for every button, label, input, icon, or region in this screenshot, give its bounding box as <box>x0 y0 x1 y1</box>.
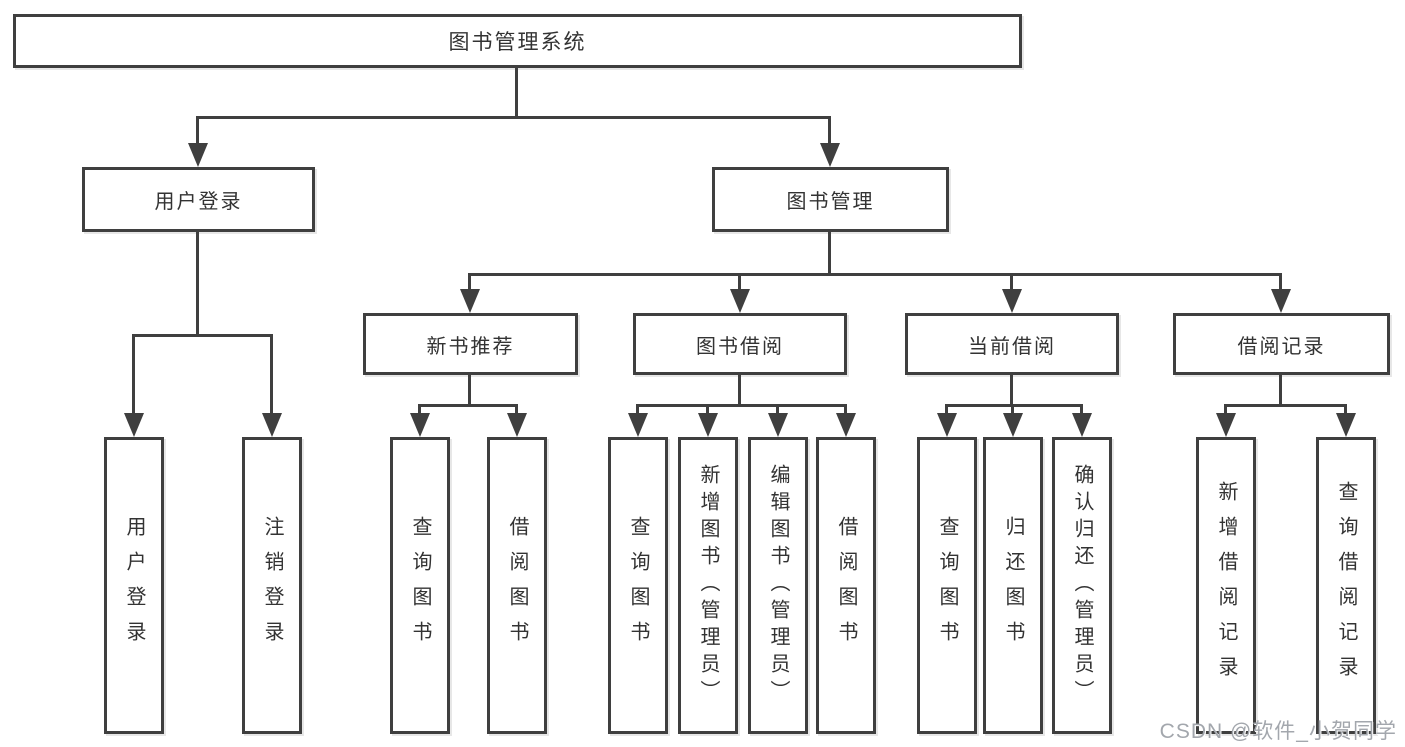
connector-line <box>468 273 471 292</box>
connector-line <box>1279 273 1282 292</box>
leaf-return-books: 归还图书 <box>983 437 1043 734</box>
connector-line <box>1011 404 1014 416</box>
arrow-down-icon <box>1072 413 1092 437</box>
arrow-down-icon <box>730 289 750 313</box>
connector-line <box>1224 404 1227 416</box>
arrow-down-icon <box>1003 413 1023 437</box>
connector-line <box>132 334 135 416</box>
connector-line <box>196 231 199 337</box>
arrow-down-icon <box>1216 413 1236 437</box>
leaf-borrow-books-recommend: 借阅图书 <box>487 437 547 734</box>
leaf-label: 借阅图书 <box>506 515 528 656</box>
arrow-down-icon <box>410 413 430 437</box>
connector-line <box>515 404 518 416</box>
connector-line <box>738 374 741 407</box>
arrow-down-icon <box>937 413 957 437</box>
leaf-label: 确认归还（管理员） <box>1071 464 1093 707</box>
leaf-edit-books-admin: 编辑图书（管理员） <box>748 437 808 734</box>
leaf-label: 归还图书 <box>1002 515 1024 656</box>
node-root: 图书管理系统 <box>13 14 1022 68</box>
leaf-add-books-admin: 新增图书（管理员） <box>678 437 738 734</box>
connector-line <box>945 404 1083 407</box>
leaf-label: 查询图书 <box>409 515 431 656</box>
connector-line <box>1080 404 1083 416</box>
node-new-book-recommend: 新书推荐 <box>363 313 578 375</box>
connector-line <box>738 273 741 292</box>
leaf-label: 查询图书 <box>936 515 958 656</box>
connector-line <box>196 116 831 119</box>
connector-line <box>1010 374 1013 407</box>
connector-line <box>945 404 948 416</box>
arrow-down-icon <box>507 413 527 437</box>
leaf-query-books-borrow: 查询图书 <box>608 437 668 734</box>
node-borrow-record: 借阅记录 <box>1173 313 1390 375</box>
arrow-down-icon <box>1336 413 1356 437</box>
node-current-borrow: 当前借阅 <box>905 313 1119 375</box>
leaf-label: 查询图书 <box>627 515 649 656</box>
arrow-down-icon <box>628 413 648 437</box>
arrow-down-icon <box>124 413 144 437</box>
connector-line <box>636 404 639 416</box>
connector-line <box>1279 374 1282 407</box>
connector-line <box>636 404 847 407</box>
arrow-down-icon <box>836 413 856 437</box>
connector-line <box>844 404 847 416</box>
arrow-down-icon <box>262 413 282 437</box>
leaf-label: 用户登录 <box>123 515 145 656</box>
node-user-login: 用户登录 <box>82 167 315 232</box>
connector-line <box>196 116 199 146</box>
watermark: CSDN @软件_小贺同学 <box>1159 720 1397 743</box>
arrow-down-icon <box>1002 289 1022 313</box>
leaf-label: 新增图书（管理员） <box>697 464 719 707</box>
arrow-down-icon <box>698 413 718 437</box>
leaf-add-borrow-record: 新增借阅记录 <box>1196 437 1256 734</box>
leaf-query-books-recommend: 查询图书 <box>390 437 450 734</box>
connector-line <box>828 231 831 276</box>
leaf-label: 注销登录 <box>261 515 283 656</box>
connector-line <box>270 334 273 416</box>
leaf-user-login: 用户登录 <box>104 437 164 734</box>
leaf-query-borrow-record: 查询借阅记录 <box>1316 437 1376 734</box>
leaf-query-books-current: 查询图书 <box>917 437 977 734</box>
leaf-logout: 注销登录 <box>242 437 302 734</box>
arrow-down-icon <box>460 289 480 313</box>
connector-line <box>1010 273 1013 292</box>
connector-line <box>776 404 779 416</box>
connector-line <box>468 374 471 407</box>
leaf-label: 查询借阅记录 <box>1335 480 1357 691</box>
arrow-down-icon <box>820 143 840 167</box>
arrow-down-icon <box>768 413 788 437</box>
connector-line <box>706 404 709 416</box>
leaf-label: 新增借阅记录 <box>1215 480 1237 691</box>
connector-line <box>1224 404 1347 407</box>
connector-line <box>828 116 831 146</box>
connector-line <box>132 334 273 337</box>
leaf-label: 借阅图书 <box>835 515 857 656</box>
leaf-confirm-return-admin: 确认归还（管理员） <box>1052 437 1112 734</box>
connector-line <box>418 404 518 407</box>
arrow-down-icon <box>1271 289 1291 313</box>
connector-line <box>515 66 518 119</box>
leaf-borrow-books: 借阅图书 <box>816 437 876 734</box>
node-book-management: 图书管理 <box>712 167 949 232</box>
connector-line <box>1344 404 1347 416</box>
connector-line <box>418 404 421 416</box>
leaf-label: 编辑图书（管理员） <box>767 464 789 707</box>
arrow-down-icon <box>188 143 208 167</box>
node-book-borrow: 图书借阅 <box>633 313 847 375</box>
connector-line <box>468 273 1282 276</box>
